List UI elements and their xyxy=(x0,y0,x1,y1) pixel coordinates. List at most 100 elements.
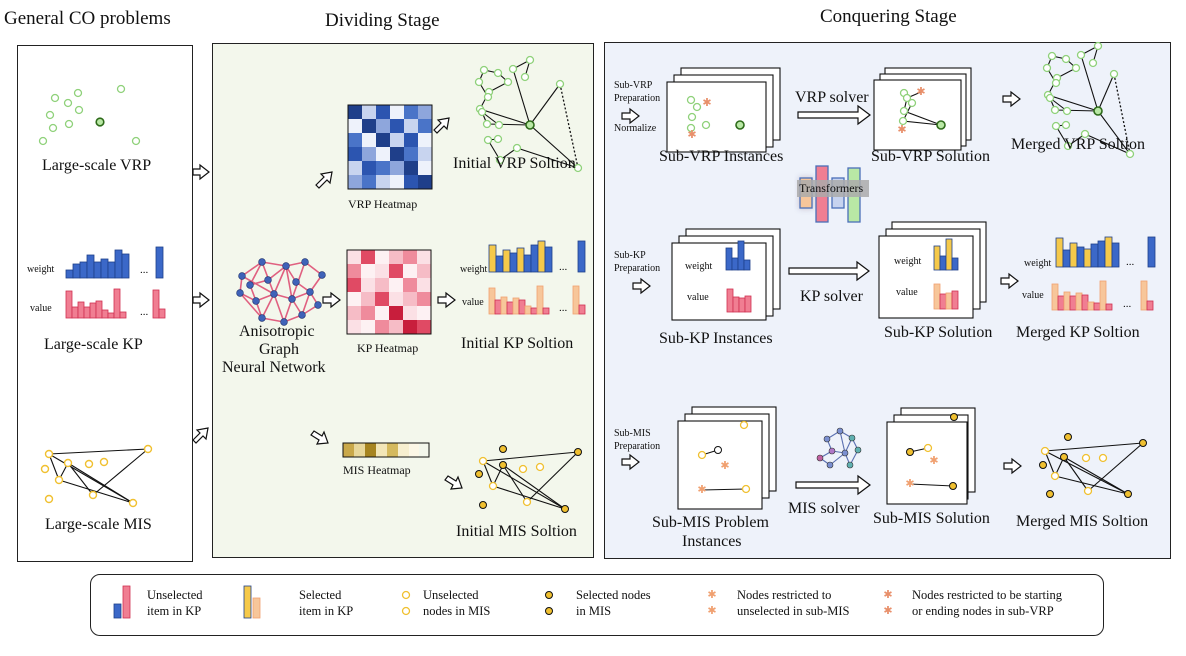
normalize-label: Normalize xyxy=(614,123,657,134)
gnn-label-2: Graph xyxy=(259,341,299,358)
sub-kp-solution-bars xyxy=(933,238,959,310)
heatmap-cell xyxy=(418,147,432,161)
initial-mis-solution xyxy=(475,445,582,513)
transformers-label: Transformers xyxy=(799,181,864,195)
heatmap-cell xyxy=(376,161,390,175)
initial-kp-value-dots: ... xyxy=(559,302,568,314)
legend-unselected-kp-1: Unselected xyxy=(147,588,203,602)
svg-text:✱: ✱ xyxy=(905,478,914,490)
mis-heatmap xyxy=(342,442,430,458)
mis-solver-label: MIS solver xyxy=(788,500,860,517)
sub-vrp-prep-1: Sub-VRP xyxy=(614,80,653,91)
legend-selected-mis-icon xyxy=(545,591,553,615)
general-mis-edges xyxy=(48,448,149,504)
legend-unselected-kp-icon xyxy=(113,585,131,619)
heatmap-cell xyxy=(347,250,361,264)
heatmap-cell xyxy=(403,250,417,264)
heatmap-cell xyxy=(417,292,431,306)
heatmap-cell xyxy=(348,105,362,119)
initial-vrp-label: Initial VRP Soltion xyxy=(453,155,576,172)
heatmap-cell xyxy=(348,175,362,189)
heatmap-border xyxy=(346,249,432,335)
svg-text:✱: ✱ xyxy=(697,484,706,496)
heatmap-cell xyxy=(375,306,389,320)
heatmap-cell xyxy=(376,119,390,133)
merged-kp-value-bars xyxy=(1051,280,1154,311)
legend-unselected-mis-2: nodes in MIS xyxy=(423,604,491,618)
general-value-dots: ... xyxy=(140,306,149,318)
merged-vrp-solution xyxy=(1042,41,1135,159)
general-vrp-nodes xyxy=(38,84,141,146)
sub-vrp-solution-stack xyxy=(873,67,972,151)
svg-text:✱: ✱ xyxy=(687,129,696,141)
legend-restricted-vrp-2: or ending nodes in sub-VRP xyxy=(912,604,1054,618)
legend-unselected-mis-1: Unselected xyxy=(423,588,479,602)
heatmap-cell xyxy=(417,278,431,292)
sub-kp-sol-weight-label: weight xyxy=(894,256,922,267)
heatmap-cell xyxy=(362,147,376,161)
sub-vrp-instance-nodes: ✱ ✱ xyxy=(686,95,745,141)
general-weight-label: weight xyxy=(27,264,55,275)
vrp-heatmap-label: VRP Heatmap xyxy=(348,197,418,211)
heatmap-cell xyxy=(417,320,431,334)
heatmap-cell xyxy=(403,278,417,292)
heatmap-cell xyxy=(362,105,376,119)
legend-restricted-vrp-1: Nodes restricted to be starting xyxy=(912,588,1062,602)
sub-kp-prep-2: Preparation xyxy=(614,263,661,274)
sub-mis-prep-2: Preparation xyxy=(614,441,661,452)
heatmap-cell xyxy=(376,133,390,147)
legend-selected-kp-icon xyxy=(243,585,261,619)
sub-mis-instances-label-1: Sub-MIS Problem xyxy=(652,514,769,531)
legend-restricted-mis-1: Nodes restricted to xyxy=(737,588,832,602)
heatmap-cell xyxy=(390,161,404,175)
heatmap-cell xyxy=(361,250,375,264)
kp-heatmap-label: KP Heatmap xyxy=(357,341,419,355)
heatmap-cell xyxy=(375,250,389,264)
heatmap-cell xyxy=(375,278,389,292)
svg-text:✱: ✱ xyxy=(897,124,906,136)
gnn-arrows xyxy=(310,117,463,490)
heatmap-cell xyxy=(376,105,390,119)
heatmap-cell xyxy=(348,119,362,133)
svg-text:✱: ✱ xyxy=(883,589,892,601)
sub-mis-instances-stack xyxy=(677,406,777,510)
heatmap-border xyxy=(347,104,433,190)
vrp-solver-label: VRP solver xyxy=(795,89,869,106)
merged-kp-value-label: value xyxy=(1022,290,1044,301)
heatmap-cell xyxy=(347,292,361,306)
heatmap-cell xyxy=(348,161,362,175)
sub-kp-weight-label: weight xyxy=(685,261,713,272)
svg-text:✱: ✱ xyxy=(916,86,925,98)
large-kp-label: Large-scale KP xyxy=(44,336,143,353)
merged-vrp-label: Merged VRP Soltion xyxy=(1011,136,1145,153)
sub-mis-instances-label-2: Instances xyxy=(682,533,742,550)
heatmap-cell xyxy=(347,278,361,292)
general-to-dividing-arrows xyxy=(192,163,210,444)
vrp-heatmap xyxy=(347,104,433,190)
heatmap-cell xyxy=(404,105,418,119)
heatmap-cell xyxy=(347,320,361,334)
sub-kp-prep-1: Sub-KP xyxy=(614,250,646,261)
heatmap-cell xyxy=(417,264,431,278)
heatmap-cell xyxy=(404,133,418,147)
general-mis-nodes xyxy=(40,444,153,508)
heatmap-cell xyxy=(361,292,375,306)
heatmap-cell xyxy=(347,264,361,278)
legend-selected-mis-1: Selected nodes xyxy=(576,588,651,602)
heatmap-cell xyxy=(404,119,418,133)
heatmap-cell xyxy=(361,306,375,320)
sub-vrp-solution-label: Sub-VRP Solution xyxy=(871,148,990,165)
heatmap-cell xyxy=(390,105,404,119)
legend-unselected-kp-2: item in KP xyxy=(147,604,202,618)
heatmap-cell xyxy=(390,175,404,189)
header-general: General CO problems xyxy=(4,8,171,29)
legend-panel xyxy=(90,574,1104,636)
sub-mis-solution-label: Sub-MIS Solution xyxy=(873,510,990,527)
kp-heatmap xyxy=(346,249,432,335)
heatmap-cell xyxy=(375,292,389,306)
heatmap-cell xyxy=(390,133,404,147)
merged-kp-label: Merged KP Soltion xyxy=(1016,324,1140,341)
svg-text:✱: ✱ xyxy=(883,605,892,617)
initial-kp-weight-label: weight xyxy=(460,264,488,275)
